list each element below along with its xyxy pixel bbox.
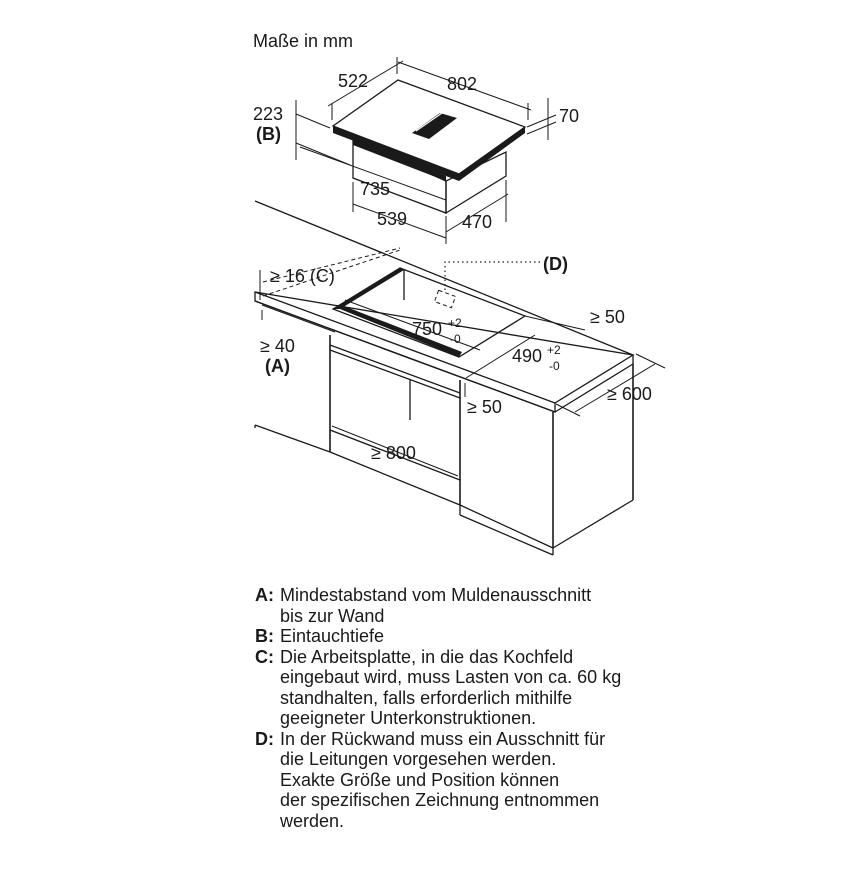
dim-body-depth-front: 539 xyxy=(377,209,407,229)
legend-item-a: A: Mindestabstand vom Muldenausschnitt b… xyxy=(255,585,815,626)
cooktop-body-band xyxy=(353,139,446,181)
legend-item-b: B: Eintauchtiefe xyxy=(255,626,815,647)
cooktop-side-edge xyxy=(459,127,525,181)
legend: A: Mindestabstand vom Muldenausschnitt b… xyxy=(255,585,815,831)
dim-cabinet-width: ≥ 800 xyxy=(371,443,416,463)
legend-item-c: C: Die Arbeitsplatte, in die das Kochfel… xyxy=(255,647,815,729)
legend-item-d: D: In der Rückwand muss ein Ausschnitt f… xyxy=(255,729,815,832)
legend-key: B: xyxy=(255,626,274,646)
label-d: (D) xyxy=(543,254,568,274)
dim-worktop-depth: ≥ 600 xyxy=(607,384,652,404)
cooktop-body-side xyxy=(445,150,507,215)
kitchen-drawing: (D) ≥ 16 (C) 750 +2 -0 490 +2 -0 ≥ 40 (A… xyxy=(254,200,666,556)
dim-height-label: (B) xyxy=(256,124,281,144)
dim-body-depth-side: 470 xyxy=(462,212,492,232)
cooktop-drawing: 522 802 70 223 (B) 735 539 470 xyxy=(253,57,579,244)
tolerance-minus-1: -0 xyxy=(450,332,461,346)
cutout-edge-back xyxy=(333,268,404,309)
tolerance-plus-2: +2 xyxy=(547,343,561,357)
legend-key: C: xyxy=(255,646,274,667)
dim-cutout-width: 750 xyxy=(412,319,442,339)
dim-depth: 522 xyxy=(338,71,368,91)
label-a: (A) xyxy=(265,356,290,376)
tolerance-plus-1: +2 xyxy=(448,316,462,330)
legend-text: Eintauchtiefe xyxy=(280,626,385,646)
dim-cutout-depth: 490 xyxy=(512,346,542,366)
dim-side-clearance-front: ≥ 50 xyxy=(467,397,502,417)
dim-height-total: 223 xyxy=(253,104,283,124)
dim-min-wall-distance: ≥ 40 xyxy=(260,336,295,356)
legend-text: Mindestabstand vom Muldenausschnitt bis … xyxy=(280,585,592,626)
dim-side-clearance-back: ≥ 50 xyxy=(590,307,625,327)
legend-key: A: xyxy=(255,585,274,605)
detail-d-leader xyxy=(444,261,540,290)
units-title: Maße in mm xyxy=(253,31,353,51)
wall-line xyxy=(254,200,634,356)
dim-body-width: 735 xyxy=(360,179,390,199)
cooktop-front-edge xyxy=(333,126,459,181)
cutout-edge-front xyxy=(340,306,462,357)
legend-text: Die Arbeitsplatte, in die das Kochfeld e… xyxy=(280,646,622,729)
dim-width: 802 xyxy=(447,74,477,94)
legend-text: In der Rückwand muss ein Ausschnitt für … xyxy=(280,728,606,831)
dim-wall-gap: ≥ 16 (C) xyxy=(270,266,335,286)
dim-top-thickness: 70 xyxy=(559,106,579,126)
worktop xyxy=(254,291,635,413)
tolerance-minus-2: -0 xyxy=(549,359,560,373)
downdraft-vent xyxy=(412,113,457,139)
legend-key: D: xyxy=(255,728,274,749)
cable-cutout-d xyxy=(433,289,457,309)
